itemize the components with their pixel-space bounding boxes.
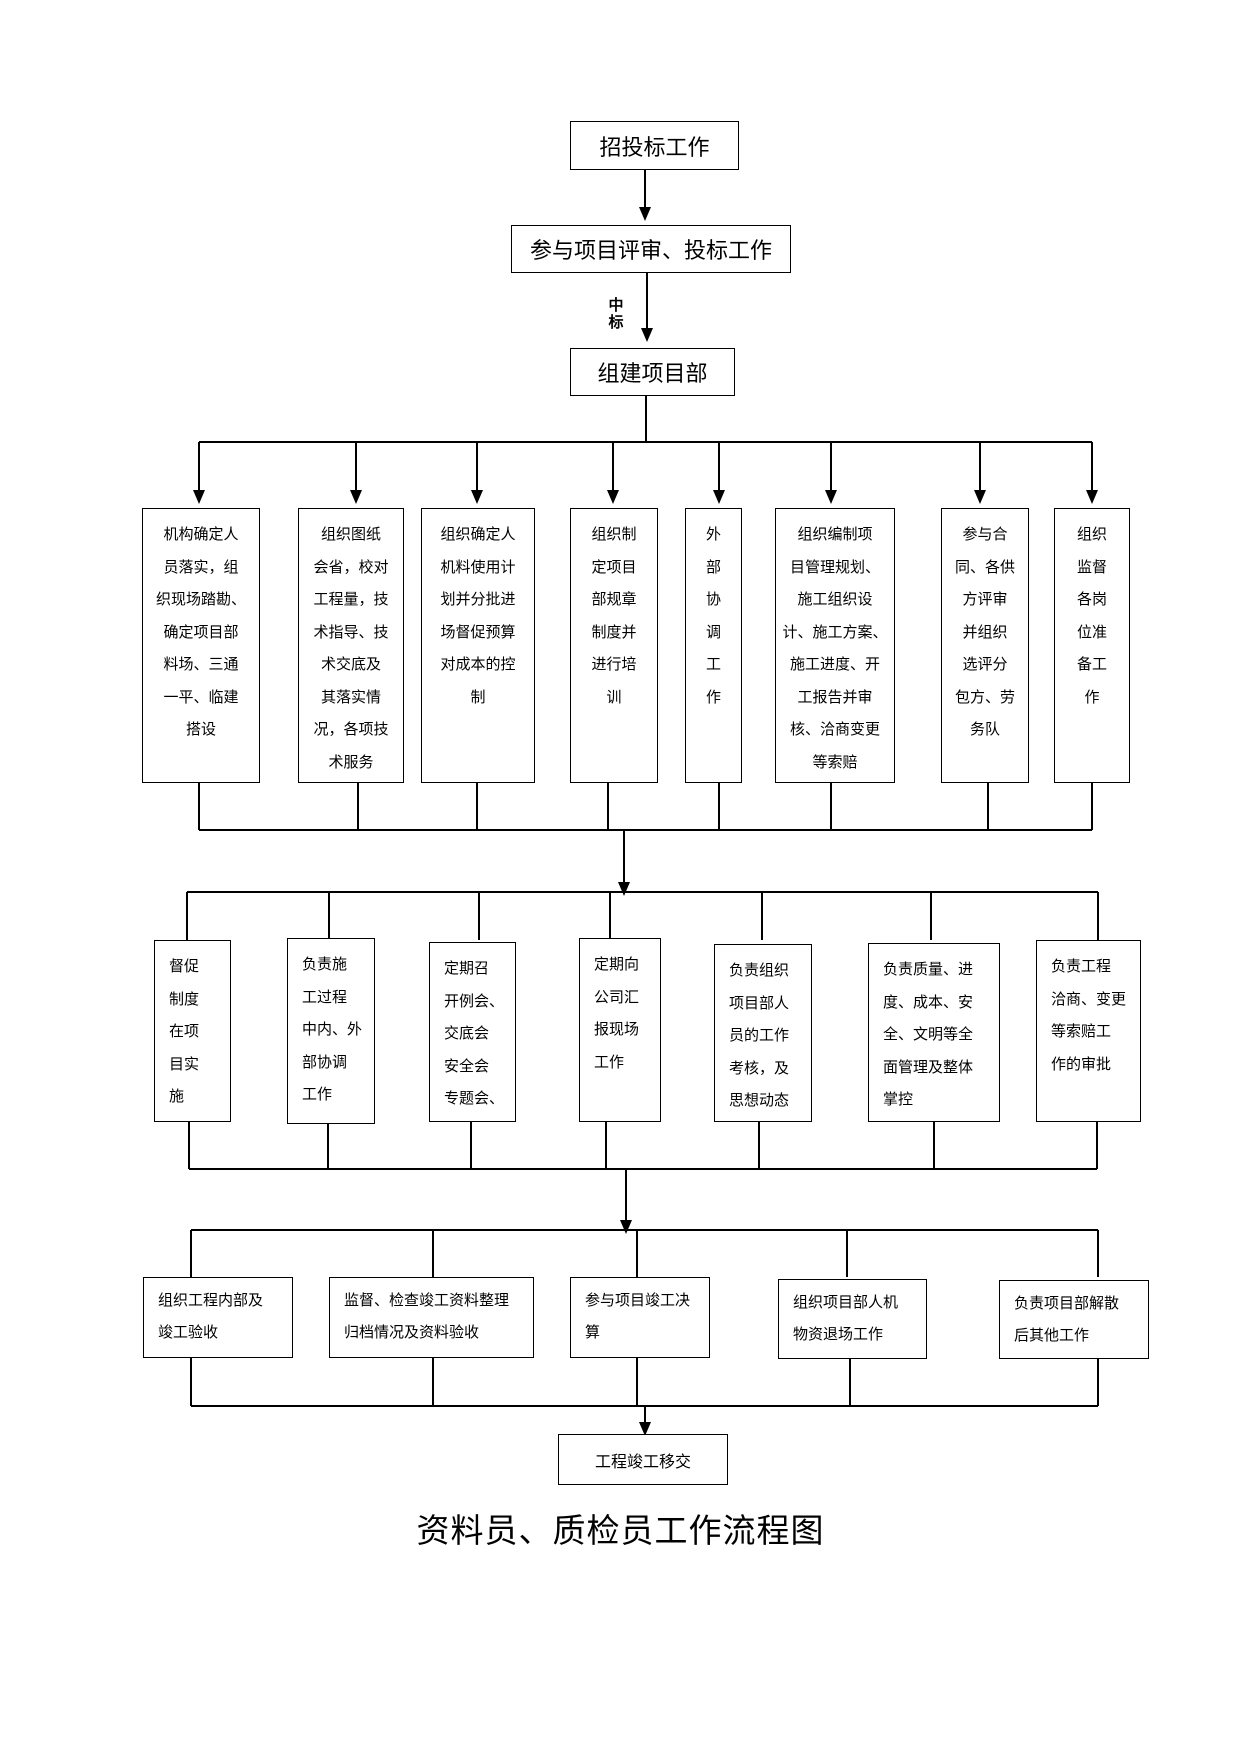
tier3-acceptance-box: 组织工程内部及 竣工验收 bbox=[143, 1277, 293, 1358]
tier2-report-company-box: 定期向 公司汇 报现场 工作 bbox=[579, 938, 661, 1122]
tier2-coordination-box: 负责施 工过程 中内、外 部协调 工作 bbox=[287, 938, 375, 1124]
tier1-regulations-training-box: 组织制 定项目 部规章 制度并 进行培 训 bbox=[570, 508, 658, 783]
tier2-meetings-box: 定期召 开例会、 交底会 安全会 专题会、 bbox=[429, 942, 516, 1122]
tier2-overall-management-box: 负责质量、进 度、成本、安 全、文明等全 面管理及整体 掌控 bbox=[868, 943, 1000, 1122]
tier3-final-accounts-box: 参与项目竣工决 算 bbox=[570, 1277, 710, 1358]
bidding-work-box: 招投标工作 bbox=[570, 121, 739, 170]
tier1-external-coordination-box: 外 部 协 调 工 作 bbox=[685, 508, 742, 783]
diagram-title: 资料员、质检员工作流程图 bbox=[416, 1511, 825, 1550]
project-review-bidding-box: 参与项目评审、投标工作 bbox=[511, 225, 791, 273]
tier3-archive-check-box: 监督、检查竣工资料整理 归档情况及资料验收 bbox=[329, 1277, 534, 1358]
tier1-resource-plan-box: 组织确定人 机料使用计 划并分批进 场督促预算 对成本的控 制 bbox=[421, 508, 535, 783]
tier2-claims-approval-box: 负责工程 洽商、变更 等索赔工 作的审批 bbox=[1036, 940, 1141, 1122]
bid-won-label: 中 标 bbox=[608, 296, 624, 331]
tier2-enforce-rules-box: 督促 制度 在项 目实 施 bbox=[154, 940, 231, 1122]
tier1-contract-subcontract-box: 参与合 同、各供 方评审 并组织 选评分 包方、劳 务队 bbox=[941, 508, 1029, 783]
tier1-planning-schedule-box: 组织编制项 目管理规划、 施工组织设 计、施工方案、 施工进度、开 工报告并审 … bbox=[775, 508, 895, 783]
tier3-demobilization-box: 组织项目部人机 物资退场工作 bbox=[778, 1279, 927, 1359]
tier2-staff-evaluation-box: 负责组织 项目部人 员的工作 考核，及 思想动态 bbox=[714, 944, 812, 1122]
project-handover-box: 工程竣工移交 bbox=[558, 1434, 728, 1485]
tier1-staffing-site-box: 机构确定人 员落实，组 织现场踏勘、 确定项目部 料场、三通 一平、临建 搭设 bbox=[142, 508, 260, 783]
tier1-post-preparation-box: 组织 监督 各岗 位准 备工 作 bbox=[1054, 508, 1130, 783]
form-project-dept-box: 组建项目部 bbox=[570, 348, 735, 396]
tier1-drawings-technical-box: 组织图纸 会省，校对 工程量，技 术指导、技 术交底及 其落实情 况，各项技 术… bbox=[298, 508, 404, 783]
tier3-dissolution-box: 负责项目部解散 后其他工作 bbox=[999, 1280, 1149, 1359]
